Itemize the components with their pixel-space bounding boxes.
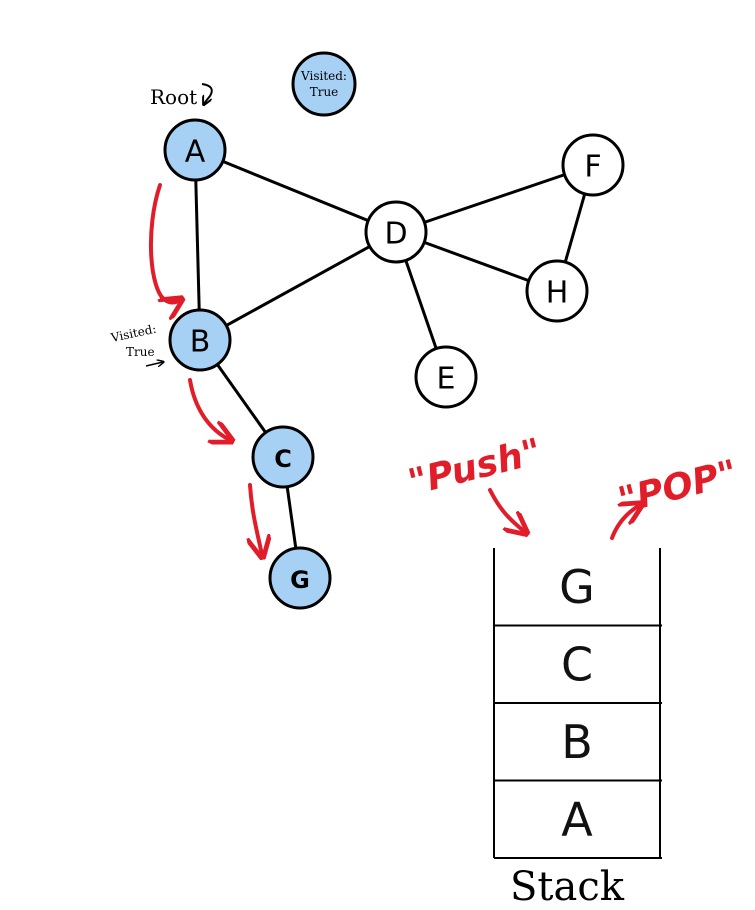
push-arrow [488,488,525,532]
node-b: B [168,308,232,372]
edge-b-d [199,230,397,342]
node-circle [251,425,315,489]
push-label: "Push" [404,431,545,504]
node-label: C [274,445,292,473]
edge-a-d [194,148,397,234]
node-circle [163,118,227,182]
b-note-line2: True [126,345,155,359]
node-label: E [437,362,456,397]
stack-item: G [559,560,595,614]
root-label: Root [150,85,197,109]
stack-caption: Stack [510,864,625,910]
arrow-a-to-b [148,183,180,303]
node-circle [414,345,478,409]
node-label: F [584,150,601,185]
node-circle [561,133,625,197]
node-h: H [525,259,589,323]
node-e: E [414,345,478,409]
node-label: D [384,217,407,252]
node-circle [168,308,232,372]
node-f: F [561,133,625,197]
node-d: D [364,200,428,264]
pop-arrow [610,505,640,540]
legend-text-line1: Visited: [300,69,347,83]
push-annotation: "Push" [404,431,545,532]
pop-annotation: "POP" [610,453,741,540]
node-circle [525,259,589,323]
stack-item: B [561,715,593,769]
visited-legend: Visited: True [291,51,357,117]
stack-item: A [561,792,593,846]
root-annotation: Root [150,83,213,109]
node-c: C [251,425,315,489]
graph-nodes: A B C G D E F H [163,118,625,610]
b-note-line1: Visited: [109,322,158,345]
node-label: B [190,325,211,360]
node-a: A [163,118,227,182]
arrow-b-to-c [188,378,230,440]
edge-a-b [193,149,202,341]
arrow-c-to-g [250,483,262,555]
node-label: A [185,135,206,170]
stack-item: C [561,637,593,691]
node-g: G [268,546,332,610]
root-arrow [201,83,213,104]
legend-text-line2: True [310,85,339,99]
traversal-arrows [148,183,262,555]
node-label: G [290,566,310,594]
legend-circle [291,51,357,117]
b-visited-note: Visited: True [109,322,163,366]
b-note-arrow [145,362,163,366]
node-label: H [546,276,569,311]
node-circle [268,546,332,610]
edge-d-f [395,163,594,234]
node-circle [364,200,428,264]
